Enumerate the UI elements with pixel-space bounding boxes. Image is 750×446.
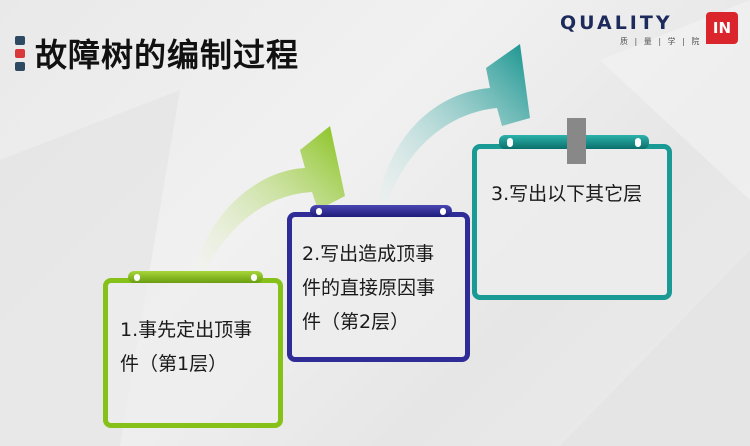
step-card-2: 2.写出造成顶事 件的直接原因事 件（第2层）: [287, 205, 470, 362]
step-card-1: 1.事先定出顶事 件（第1层）: [103, 271, 283, 428]
step-1-text: 1.事先定出顶事 件（第1层）: [120, 319, 253, 375]
title-bullet-icon: [15, 35, 25, 71]
quality-in-logo: QUALITY 质 | 量 | 学 | 院 IN: [560, 10, 740, 50]
step-card-3: 3.写出以下其它层: [472, 135, 672, 300]
step-2-text: 2.写出造成顶事 件的直接原因事 件（第2层）: [302, 243, 436, 333]
logo-badge: IN: [706, 12, 738, 44]
page-title: 故障树的编制过程: [35, 36, 300, 74]
slide-header: 故障树的编制过程: [15, 30, 299, 76]
logo-subtitle: 质 | 量 | 学 | 院: [620, 37, 702, 46]
binder-clip-icon: [567, 118, 586, 164]
logo-wordmark: QUALITY: [560, 12, 673, 34]
step-3-text: 3.写出以下其它层: [491, 183, 643, 205]
card-hanger: [128, 271, 263, 283]
card-hanger: [310, 205, 452, 217]
